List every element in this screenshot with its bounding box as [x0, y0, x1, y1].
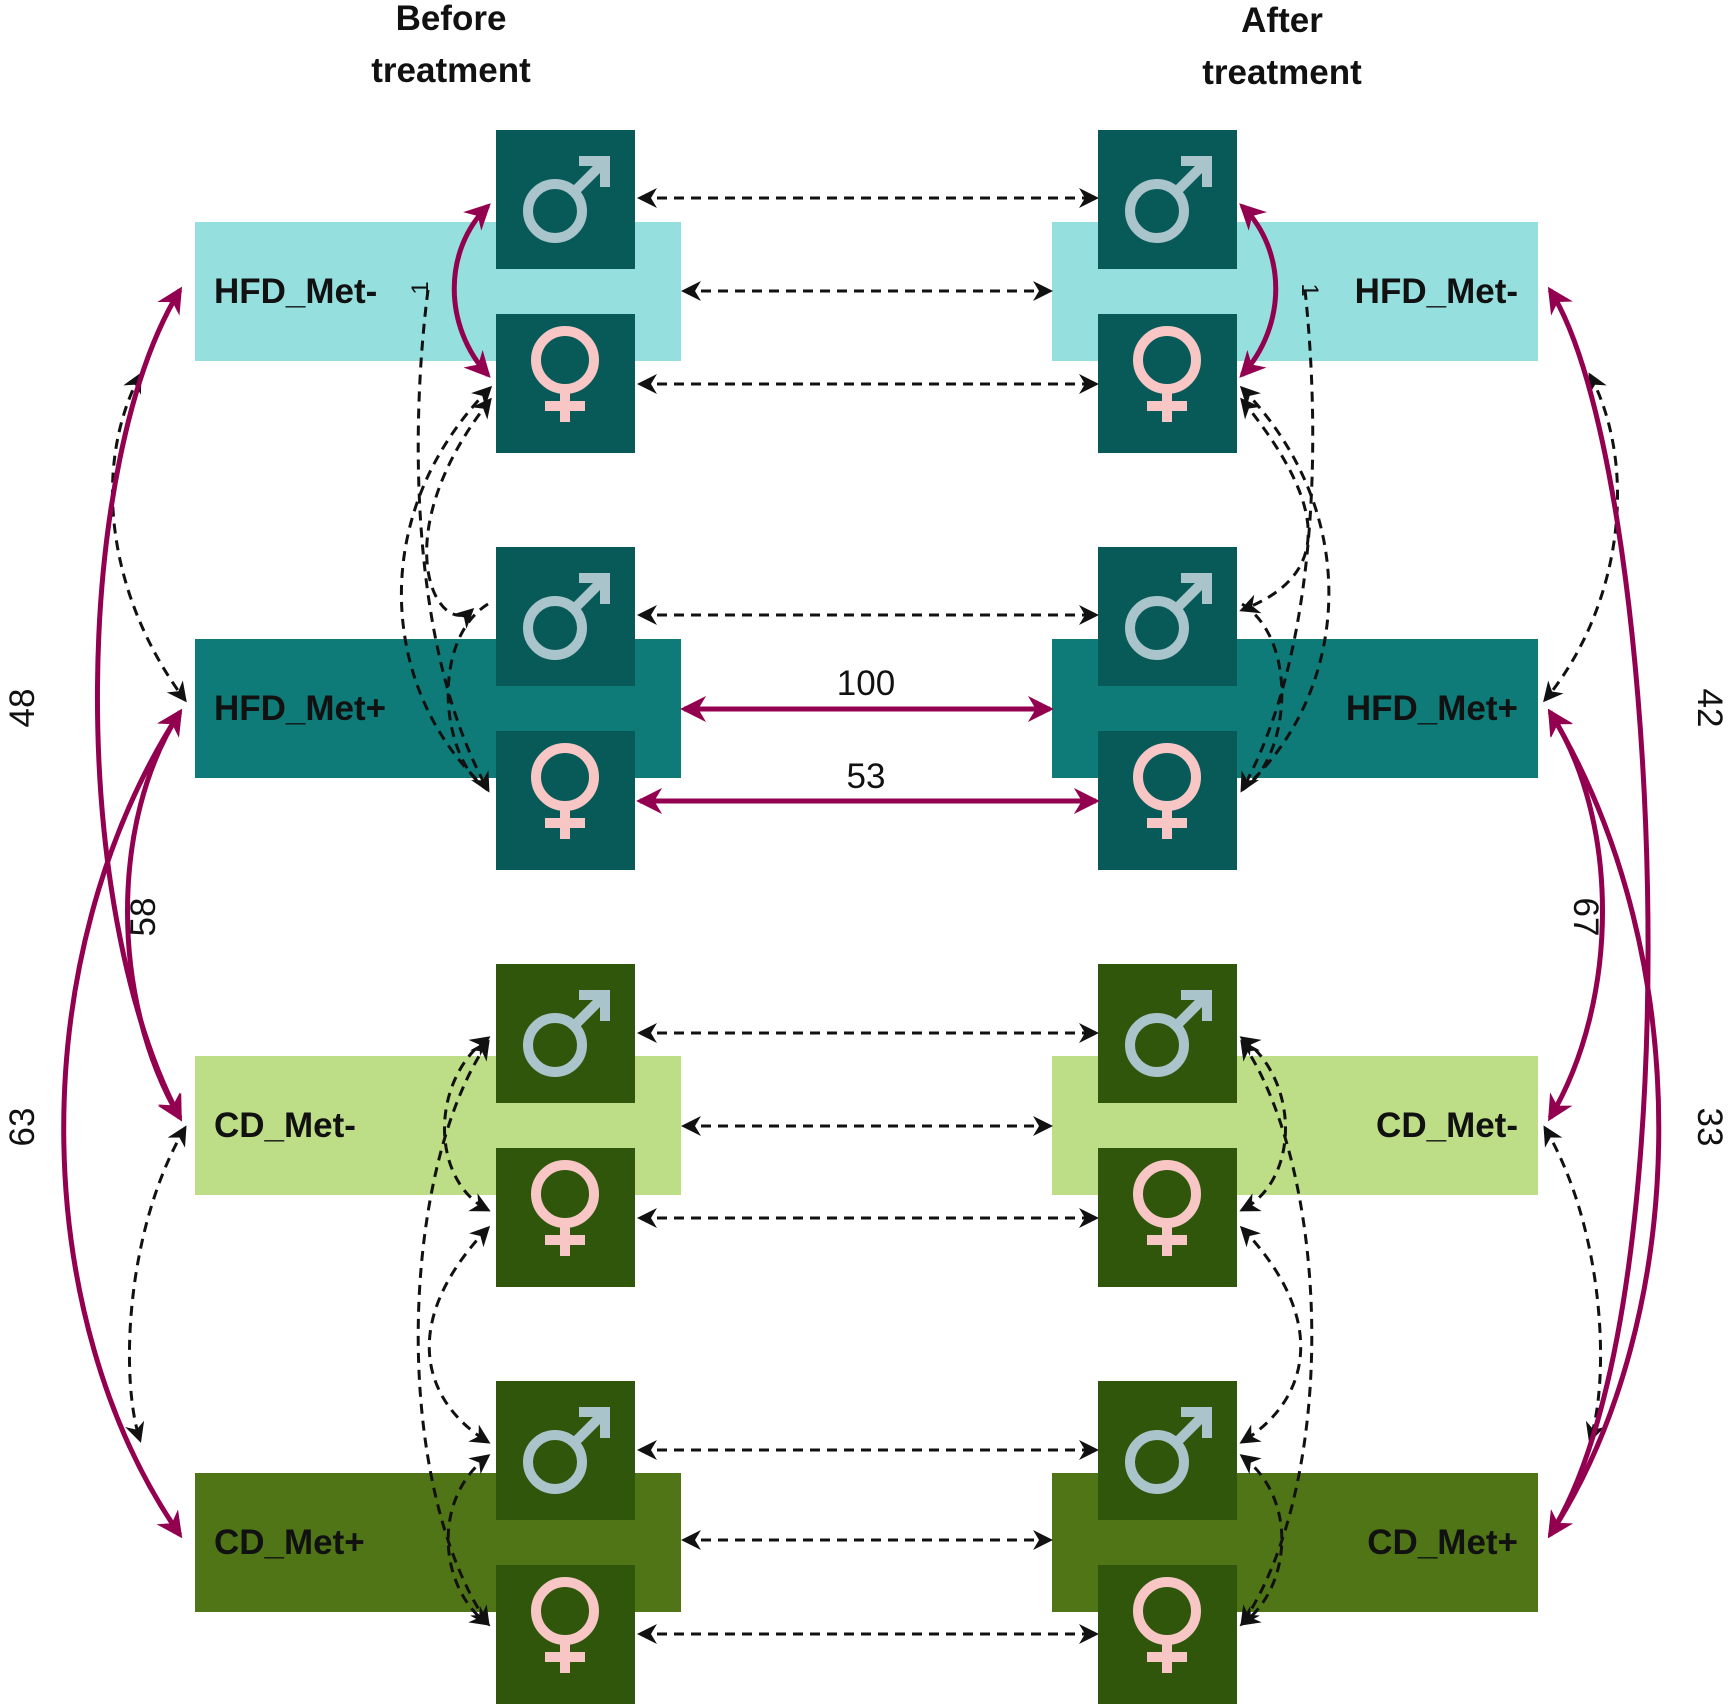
male-icon-before-cd_metpos	[523, 1407, 610, 1494]
female-box-before-hfd_metpos	[496, 731, 635, 870]
edge-after-hfdneg-female-hfdpos-male	[1239, 397, 1310, 614]
edge-before-hfd-metpos-cd-metneg	[125, 708, 183, 1122]
column-title-before-line1: Before	[396, 0, 507, 38]
edge-after-hfdneg-male-hfdpos-female	[1240, 289, 1315, 793]
male-icon-before-hfd_metpos	[523, 573, 610, 660]
female-icon-before-hfd_metneg	[531, 326, 599, 422]
edge-before-hfdpos-male-hfdpos-female	[446, 602, 489, 792]
edge-after-cdneg-male-cdpos-female	[1240, 1039, 1314, 1627]
edge-label-before-48: 48	[3, 689, 42, 728]
female-box-before-cd_metneg	[496, 1148, 635, 1287]
edge-label-after-33: 33	[1690, 1108, 1729, 1147]
edge-before-hfdneg-female-hfdpos-female	[425, 397, 492, 629]
edge-after-hfd-metneg-cd-metpos	[1547, 286, 1651, 1539]
female-box-after-cd_metneg	[1098, 1148, 1237, 1287]
female-icon-before-cd_metneg	[531, 1160, 599, 1256]
column-title-after-line1: After	[1241, 1, 1323, 40]
edge-before-hfd-metneg-hfd-metpos	[111, 372, 187, 703]
male-icon-after-cd_metneg	[1125, 990, 1212, 1077]
female-icon-before-hfd_metpos	[531, 743, 599, 839]
edge-label-hfd-metpos-female: 53	[847, 757, 886, 796]
female-box-before-cd_metpos	[496, 1565, 635, 1704]
edge-before-hfd-metpos-cd-metpos	[61, 708, 183, 1539]
edge-before-hfdneg-female-hfdpos-male	[399, 385, 493, 792]
edge-before-cd-metneg-cd-metpos	[125, 1125, 187, 1443]
male-icon-before-hfd_metneg	[523, 156, 610, 243]
male-icon-before-cd_metneg	[523, 990, 610, 1077]
male-icon-after-cd_metpos	[1125, 1407, 1212, 1494]
group-label-before-cd_metpos: CD_Met+	[214, 1523, 365, 1562]
female-box-after-cd_metpos	[1098, 1565, 1237, 1704]
edge-label-after-67: 67	[1566, 898, 1605, 937]
female-box-after-hfd_metpos	[1098, 731, 1237, 870]
edge-after-hfdpos-male-hfdpos-female	[1241, 602, 1284, 792]
edge-before-hfdneg-male-female	[451, 203, 491, 378]
male-box-before-cd_metpos	[496, 1381, 635, 1520]
group-label-before-cd_metneg: CD_Met-	[214, 1106, 356, 1145]
male-box-before-hfd_metpos	[496, 547, 635, 686]
edge-after-hfd-metneg-hfd-metpos	[1543, 372, 1619, 703]
edge-before-cdneg-female-cdpos-male	[427, 1225, 491, 1444]
edge-label-after-hfd-metneg-sex: 1	[1296, 283, 1323, 296]
edge-after-hfdneg-male-female	[1239, 203, 1279, 378]
group-label-after-cd_metneg: CD_Met-	[1376, 1106, 1518, 1145]
edge-label-before-58: 58	[124, 898, 163, 937]
group-label-after-cd_metpos: CD_Met+	[1367, 1523, 1518, 1562]
edge-before-cdneg-male-cdneg-female	[443, 1036, 491, 1212]
female-box-before-hfd_metneg	[496, 314, 635, 453]
male-box-before-hfd_metneg	[496, 130, 635, 269]
edge-label-before-hfd-metneg-sex: 1	[407, 281, 434, 294]
nonsignificant-connections	[111, 188, 1619, 1644]
female-box-after-hfd_metneg	[1098, 314, 1237, 453]
male-box-after-cd_metpos	[1098, 1381, 1237, 1520]
female-icon-after-cd_metneg	[1133, 1160, 1201, 1256]
female-icon-after-hfd_metneg	[1133, 326, 1201, 422]
edge-after-hfd-metpos-cd-metpos	[1547, 708, 1662, 1539]
edge-before-hfd-metneg-cd-metneg	[95, 286, 183, 1122]
group-label-before-hfd_metneg: HFD_Met-	[214, 272, 377, 311]
female-icon-after-cd_metpos	[1133, 1577, 1201, 1673]
edge-before-cdneg-male-cdpos-female	[416, 1039, 490, 1627]
edge-label-before-63: 63	[3, 1108, 42, 1147]
column-title-before-line2: treatment	[371, 51, 531, 90]
male-box-after-hfd_metpos	[1098, 547, 1237, 686]
male-icon-after-hfd_metneg	[1125, 156, 1212, 243]
edge-after-cd-metneg-cd-metpos	[1543, 1125, 1605, 1443]
significant-connections	[61, 203, 1662, 1539]
group-label-before-hfd_metpos: HFD_Met+	[214, 689, 386, 728]
male-box-after-hfd_metneg	[1098, 130, 1237, 269]
male-box-before-cd_metneg	[496, 964, 635, 1103]
edge-before-hfdneg-male-hfdpos-female	[416, 289, 490, 793]
male-box-after-cd_metneg	[1098, 964, 1237, 1103]
female-icon-before-cd_metpos	[531, 1577, 599, 1673]
female-icon-after-hfd_metpos	[1133, 743, 1201, 839]
edge-after-cdneg-female-cdpos-male	[1239, 1225, 1303, 1444]
male-icon-after-hfd_metpos	[1125, 573, 1212, 660]
edge-after-hfdneg-female-hfdpos-female	[1239, 385, 1331, 792]
edge-before-cdpos-male-cdpos-female	[446, 1454, 491, 1626]
group-label-after-hfd_metneg: HFD_Met-	[1355, 272, 1518, 311]
edge-label-after-42: 42	[1690, 689, 1729, 728]
edge-label-hfd-metpos-male: 100	[837, 664, 895, 703]
edge-after-cdneg-male-cdneg-female	[1239, 1036, 1287, 1212]
edge-after-cdpos-male-cdpos-female	[1239, 1454, 1284, 1626]
column-title-after-line2: treatment	[1202, 53, 1362, 92]
group-label-after-hfd_metpos: HFD_Met+	[1346, 689, 1518, 728]
